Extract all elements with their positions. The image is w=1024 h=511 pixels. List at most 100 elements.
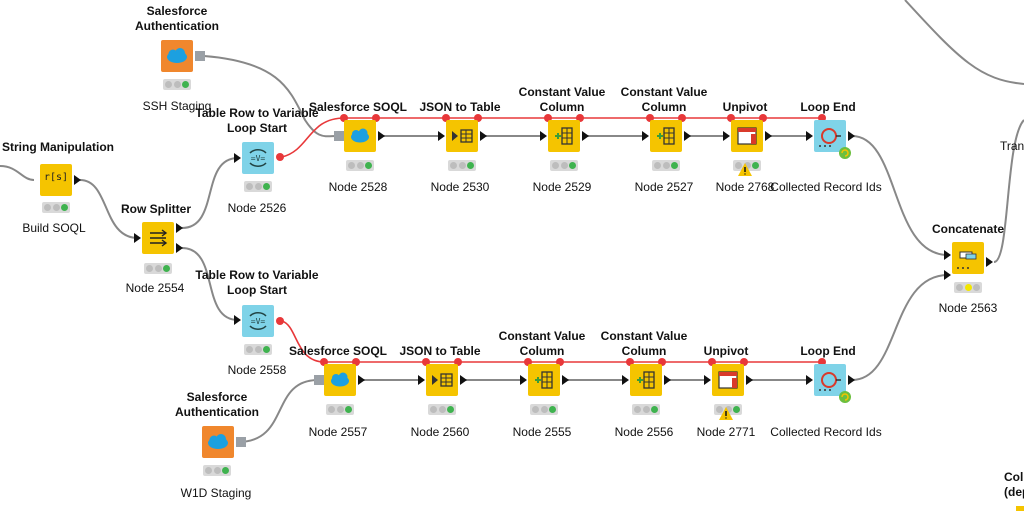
const2-top-caption[interactable]: Node 2527 xyxy=(634,180,694,194)
output-port[interactable] xyxy=(358,375,365,385)
variable-input-port[interactable] xyxy=(626,358,634,366)
variable-input-port[interactable] xyxy=(818,114,826,122)
output-port-top[interactable] xyxy=(176,223,183,233)
soql-top-node[interactable] xyxy=(344,120,376,152)
connection-port[interactable] xyxy=(195,51,205,61)
input-port[interactable] xyxy=(540,131,547,141)
const2-bottom-node[interactable] xyxy=(630,364,662,396)
variable-input-port[interactable] xyxy=(340,114,348,122)
unpivot-bottom-node[interactable] xyxy=(712,364,744,396)
variable-input-port[interactable] xyxy=(320,358,328,366)
loop-start-top-node[interactable]: =V= xyxy=(242,142,274,174)
const1-top-caption[interactable]: Node 2529 xyxy=(532,180,592,194)
variable-output-port[interactable] xyxy=(740,358,748,366)
input-port[interactable] xyxy=(723,131,730,141)
variable-output-port[interactable] xyxy=(658,358,666,366)
input-port[interactable] xyxy=(134,233,141,243)
variable-input-port[interactable] xyxy=(544,114,552,122)
connection-port[interactable] xyxy=(334,131,344,141)
input-port-bottom[interactable] xyxy=(944,270,951,280)
loop-end-top-node[interactable] xyxy=(814,120,846,152)
output-port[interactable] xyxy=(378,131,385,141)
output-port-bottom[interactable] xyxy=(176,243,183,253)
output-port[interactable] xyxy=(684,131,691,141)
input-port-top[interactable] xyxy=(944,250,951,260)
output-port[interactable] xyxy=(746,375,753,385)
output-port[interactable] xyxy=(848,375,855,385)
const2-top-node[interactable] xyxy=(650,120,682,152)
variable-input-port[interactable] xyxy=(524,358,532,366)
variable-input-port[interactable] xyxy=(727,114,735,122)
variable-output-port[interactable] xyxy=(454,358,462,366)
loop-end-top-caption[interactable]: Collected Record Ids xyxy=(770,180,882,194)
variable-input-port[interactable] xyxy=(646,114,654,122)
output-port[interactable] xyxy=(74,175,81,185)
unpivot-top-caption[interactable]: Node 2768 xyxy=(715,180,775,194)
const1-top-node[interactable] xyxy=(548,120,580,152)
variable-output-port[interactable] xyxy=(352,358,360,366)
loop-start-bottom-node[interactable]: =V= xyxy=(242,305,274,337)
variable-output-port[interactable] xyxy=(372,114,380,122)
loop-end-bottom-caption[interactable]: Collected Record Ids xyxy=(770,425,882,439)
soql-bottom-caption[interactable]: Node 2557 xyxy=(308,425,368,439)
input-port[interactable] xyxy=(418,375,425,385)
output-port[interactable] xyxy=(664,375,671,385)
variable-input-port[interactable] xyxy=(818,358,826,366)
output-port[interactable] xyxy=(986,257,993,267)
variable-output-port[interactable] xyxy=(576,114,584,122)
input-port[interactable] xyxy=(520,375,527,385)
unpivot-bottom-caption[interactable]: Node 2771 xyxy=(696,425,756,439)
variable-output-port[interactable] xyxy=(678,114,686,122)
unpivot-top-node[interactable] xyxy=(731,120,763,152)
warning-icon[interactable] xyxy=(719,407,733,420)
json-bottom-caption[interactable]: Node 2560 xyxy=(410,425,470,439)
input-port[interactable] xyxy=(806,375,813,385)
string-manipulation-node[interactable]: r[s] xyxy=(40,164,72,196)
row-splitter-node[interactable] xyxy=(142,222,174,254)
output-port[interactable] xyxy=(848,131,855,141)
input-port[interactable] xyxy=(234,153,241,163)
json-top-caption[interactable]: Node 2530 xyxy=(430,180,490,194)
json-bottom-node[interactable] xyxy=(426,364,458,396)
connection-port[interactable] xyxy=(236,437,246,447)
variable-input-port[interactable] xyxy=(442,114,450,122)
sf-auth-bottom-node[interactable] xyxy=(202,426,234,458)
loop-start-bottom-caption[interactable]: Node 2558 xyxy=(227,363,287,377)
sf-auth-top-node[interactable] xyxy=(161,40,193,72)
variable-output-port[interactable] xyxy=(276,153,284,161)
output-port[interactable] xyxy=(460,375,467,385)
sf-auth-bottom-caption[interactable]: W1D Staging xyxy=(180,486,252,500)
input-port[interactable] xyxy=(622,375,629,385)
variable-output-port[interactable] xyxy=(556,358,564,366)
const1-bottom-node[interactable] xyxy=(528,364,560,396)
sf-auth-top-caption[interactable]: SSH Staging xyxy=(142,99,212,113)
json-top-node[interactable] xyxy=(446,120,478,152)
loop-start-top-caption[interactable]: Node 2526 xyxy=(227,201,287,215)
input-port[interactable] xyxy=(642,131,649,141)
soql-top-caption[interactable]: Node 2528 xyxy=(328,180,388,194)
input-port[interactable] xyxy=(438,131,445,141)
loop-end-bottom-node[interactable] xyxy=(814,364,846,396)
variable-output-port[interactable] xyxy=(759,114,767,122)
partial-node[interactable] xyxy=(1016,506,1024,511)
output-port[interactable] xyxy=(480,131,487,141)
const2-bottom-caption[interactable]: Node 2556 xyxy=(614,425,674,439)
variable-output-port[interactable] xyxy=(474,114,482,122)
warning-icon[interactable] xyxy=(738,163,752,176)
string-manipulation-caption[interactable]: Build SOQL xyxy=(22,221,86,235)
variable-output-port[interactable] xyxy=(276,317,284,325)
output-port[interactable] xyxy=(562,375,569,385)
variable-input-port[interactable] xyxy=(422,358,430,366)
input-port[interactable] xyxy=(234,315,241,325)
soql-bottom-node[interactable] xyxy=(324,364,356,396)
connection-port[interactable] xyxy=(314,375,324,385)
variable-input-port[interactable] xyxy=(708,358,716,366)
input-port[interactable] xyxy=(806,131,813,141)
output-port[interactable] xyxy=(765,131,772,141)
const1-bottom-caption[interactable]: Node 2555 xyxy=(512,425,572,439)
concatenate-node[interactable] xyxy=(952,242,984,274)
row-splitter-caption[interactable]: Node 2554 xyxy=(125,281,185,295)
output-port[interactable] xyxy=(582,131,589,141)
concatenate-caption[interactable]: Node 2563 xyxy=(938,301,998,315)
input-port[interactable] xyxy=(704,375,711,385)
